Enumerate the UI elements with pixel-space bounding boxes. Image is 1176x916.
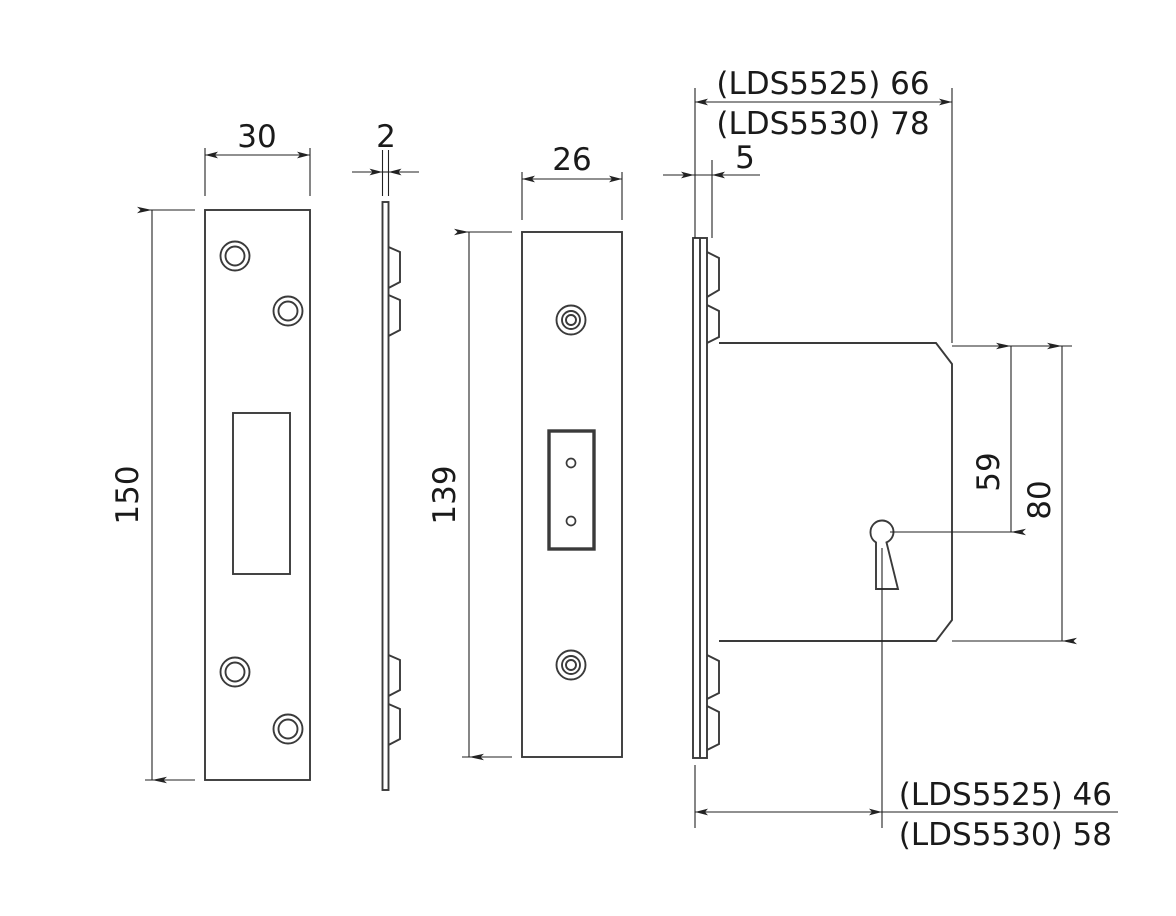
view-lock-case — [692, 237, 953, 759]
screw-top — [555, 304, 587, 336]
edge-strip-body — [381, 201, 390, 791]
dim-label-case-height: 80 — [1022, 480, 1058, 519]
countersunk-hole-bottom-right — [272, 713, 304, 745]
lock-case-outline — [719, 342, 953, 642]
edge-tab-2 — [388, 294, 401, 337]
dim-edge-thickness — [352, 150, 419, 196]
view-edge-strip — [381, 201, 401, 791]
case-tab-1 — [706, 251, 720, 298]
dim-label-forend-length: 139 — [427, 465, 463, 524]
dim-forend-length — [454, 228, 512, 761]
faceplate-outline — [204, 209, 311, 781]
case-tab-4 — [706, 705, 720, 751]
dim-backset-offset — [663, 160, 760, 238]
countersunk-hole-upper-right — [272, 295, 304, 327]
dim-case-depth — [694, 88, 953, 343]
case-tab-3 — [706, 654, 720, 700]
dim-label-case-depth-5525: (LDS5525) 66 — [716, 66, 929, 102]
countersunk-hole-top — [219, 240, 251, 272]
edge-tab-4 — [388, 703, 401, 746]
edge-tab-1 — [388, 246, 401, 289]
latch-slot — [232, 412, 291, 575]
dim-label-keyhole-height: 59 — [971, 452, 1007, 491]
dim-faceplate-length — [137, 206, 195, 784]
edge-tab-3 — [388, 654, 401, 697]
view-front-faceplate — [204, 209, 311, 781]
forend-outline — [521, 231, 623, 758]
dim-backset — [694, 548, 1118, 828]
dim-label-forend-width: 26 — [552, 142, 591, 178]
dim-label-backset-offset: 5 — [735, 140, 755, 176]
deadbolt-window — [547, 429, 596, 551]
keyhole — [869, 519, 900, 590]
dim-label-backset-5525: (LDS5525) 46 — [899, 777, 1112, 813]
view-forend-plate — [521, 231, 623, 758]
dim-label-faceplate-width: 30 — [237, 119, 276, 155]
dim-case-height — [952, 342, 1077, 645]
dim-label-edge-thickness: 2 — [376, 119, 396, 155]
dim-faceplate-width — [204, 148, 311, 196]
dim-forend-width — [521, 172, 623, 220]
screw-bottom — [555, 649, 587, 681]
countersunk-hole-lower-left — [219, 656, 251, 688]
dim-label-faceplate-length: 150 — [110, 465, 146, 524]
dim-label-case-depth-5530: (LDS5530) 78 — [716, 106, 929, 142]
dim-label-backset-5530: (LDS5530) 58 — [899, 817, 1112, 853]
case-tab-2 — [706, 304, 720, 344]
